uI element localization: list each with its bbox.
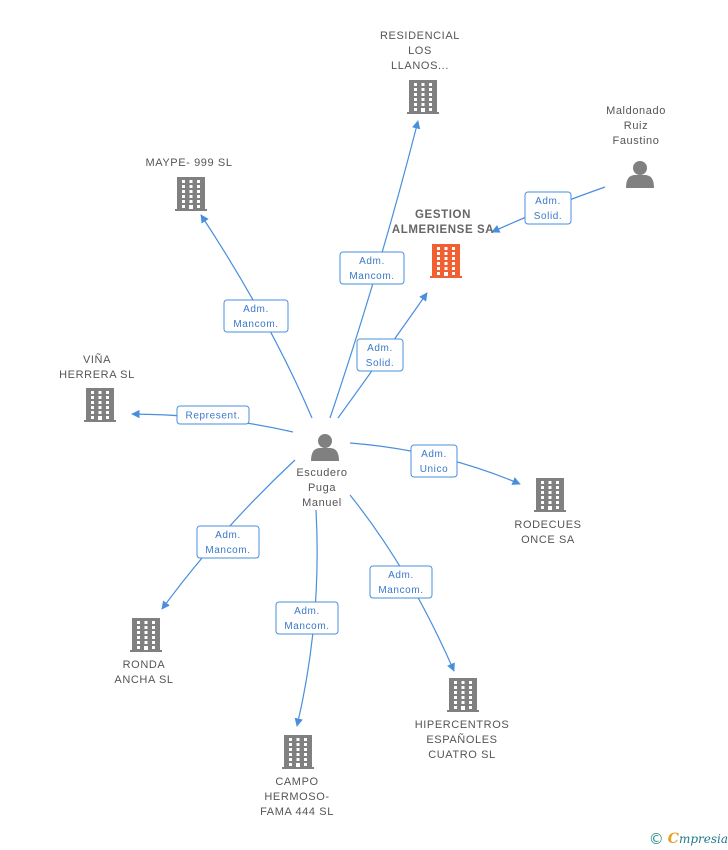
node-label: RESIDENCIAL xyxy=(380,30,460,42)
role-label: Adm. xyxy=(294,606,320,617)
node-label: LOS xyxy=(408,45,432,57)
node-ronda[interactable]: RONDA ANCHA SL xyxy=(114,618,173,686)
person-icon xyxy=(626,161,654,188)
node-label: FAMA 444 SL xyxy=(260,806,334,818)
edge-escudero-campo: Adm. Mancom. xyxy=(275,509,339,727)
building-icon xyxy=(175,177,207,211)
role-label: Mancom. xyxy=(349,271,394,282)
node-label: LLANOS... xyxy=(391,60,449,72)
node-campo[interactable]: CAMPO HERMOSO- FAMA 444 SL xyxy=(260,735,334,818)
node-label: ONCE SA xyxy=(521,534,575,546)
edge-escudero-vina: Represent. xyxy=(131,405,294,433)
building-icon xyxy=(130,618,162,652)
building-icon xyxy=(534,478,566,512)
role-badge[interactable] xyxy=(339,251,405,285)
building-icon xyxy=(447,678,479,712)
role-label: Mancom. xyxy=(205,545,250,556)
person-icon xyxy=(311,434,339,461)
node-label: HERRERA SL xyxy=(59,369,135,381)
role-label: Represent. xyxy=(186,411,241,422)
role-label: Mancom. xyxy=(284,621,329,632)
node-label: ANCHA SL xyxy=(114,674,173,686)
edges-layer: Adm. Mancom. Adm. Mancom. Adm. Solid. Adm. Soli… xyxy=(131,120,606,727)
node-label: VIÑA xyxy=(83,353,111,366)
node-label: HIPERCENTROS xyxy=(415,719,510,731)
role-badge[interactable] xyxy=(223,299,289,333)
node-label: Faustino xyxy=(613,135,660,147)
role-badge[interactable] xyxy=(275,601,339,635)
building-icon xyxy=(84,388,116,422)
role-badge[interactable] xyxy=(196,525,260,559)
node-label: ESPAÑOLES xyxy=(426,733,497,746)
role-label: Adm. xyxy=(243,304,269,315)
role-badge[interactable] xyxy=(356,338,404,372)
role-label: Adm. xyxy=(421,449,447,460)
role-label: Unico xyxy=(420,464,449,475)
node-label: ALMERIENSE SA xyxy=(392,224,494,236)
role-label: Solid. xyxy=(366,358,395,369)
role-label: Adm. xyxy=(359,256,385,267)
node-maype[interactable]: MAYPE- 999 SL xyxy=(145,157,232,211)
node-gestion[interactable]: GESTION ALMERIENSE SA xyxy=(392,209,494,278)
node-hipercentros[interactable]: HIPERCENTROS ESPAÑOLES CUATRO SL xyxy=(415,678,510,761)
role-label: Adm. xyxy=(535,196,561,207)
node-label: GESTION xyxy=(415,209,471,221)
brand-initial: C xyxy=(667,831,679,847)
node-vina[interactable]: VIÑA HERRERA SL xyxy=(59,353,135,422)
node-label: MAYPE- 999 SL xyxy=(145,157,232,169)
edge-escudero-rodecues: Adm. Unico xyxy=(349,442,521,485)
building-icon xyxy=(407,80,439,114)
node-residencial[interactable]: RESIDENCIAL LOS LLANOS... xyxy=(380,30,460,114)
node-rodecues[interactable]: RODECUES ONCE SA xyxy=(514,478,581,546)
node-label: RODECUES xyxy=(514,519,581,531)
edge-escudero-residencial: Adm. Mancom. xyxy=(329,120,421,419)
node-label: Manuel xyxy=(302,497,342,509)
role-label: Mancom. xyxy=(378,585,423,596)
node-label: Escudero xyxy=(296,467,347,479)
role-badge[interactable] xyxy=(524,191,572,225)
role-label: Adm. xyxy=(367,343,393,354)
brand-logo[interactable]: Cmpresia xyxy=(668,831,728,847)
edge-escudero-ronda: Adm. Mancom. xyxy=(161,459,296,610)
role-label: Mancom. xyxy=(233,319,278,330)
role-badge[interactable] xyxy=(176,405,250,425)
role-label: Adm. xyxy=(388,570,414,581)
footer-brand[interactable]: © Cmpresia xyxy=(649,830,728,848)
role-label: Solid. xyxy=(534,211,563,222)
role-badge[interactable] xyxy=(410,444,458,478)
node-label: RONDA xyxy=(123,659,166,671)
brand-name: mpresia xyxy=(678,832,728,846)
edge-escudero-maype: Adm. Mancom. xyxy=(200,214,313,419)
node-label: CAMPO xyxy=(275,776,318,788)
building-icon xyxy=(430,244,462,278)
edge-escudero-gestion: Adm. Solid. xyxy=(337,292,428,419)
edge-maldonado-gestion: Adm. Solid. xyxy=(491,186,606,233)
edge-escudero-hipercentros: Adm. Mancom. xyxy=(349,494,455,672)
role-label: Adm. xyxy=(215,530,241,541)
role-badge[interactable] xyxy=(369,565,433,599)
node-label: Maldonado xyxy=(606,105,666,117)
node-label: CUATRO SL xyxy=(428,749,496,761)
copyright-icon: © xyxy=(648,830,664,848)
node-label: HERMOSO- xyxy=(264,791,329,803)
building-icon xyxy=(282,735,314,769)
node-label: Ruiz xyxy=(624,120,648,132)
node-label: Puga xyxy=(308,482,336,494)
